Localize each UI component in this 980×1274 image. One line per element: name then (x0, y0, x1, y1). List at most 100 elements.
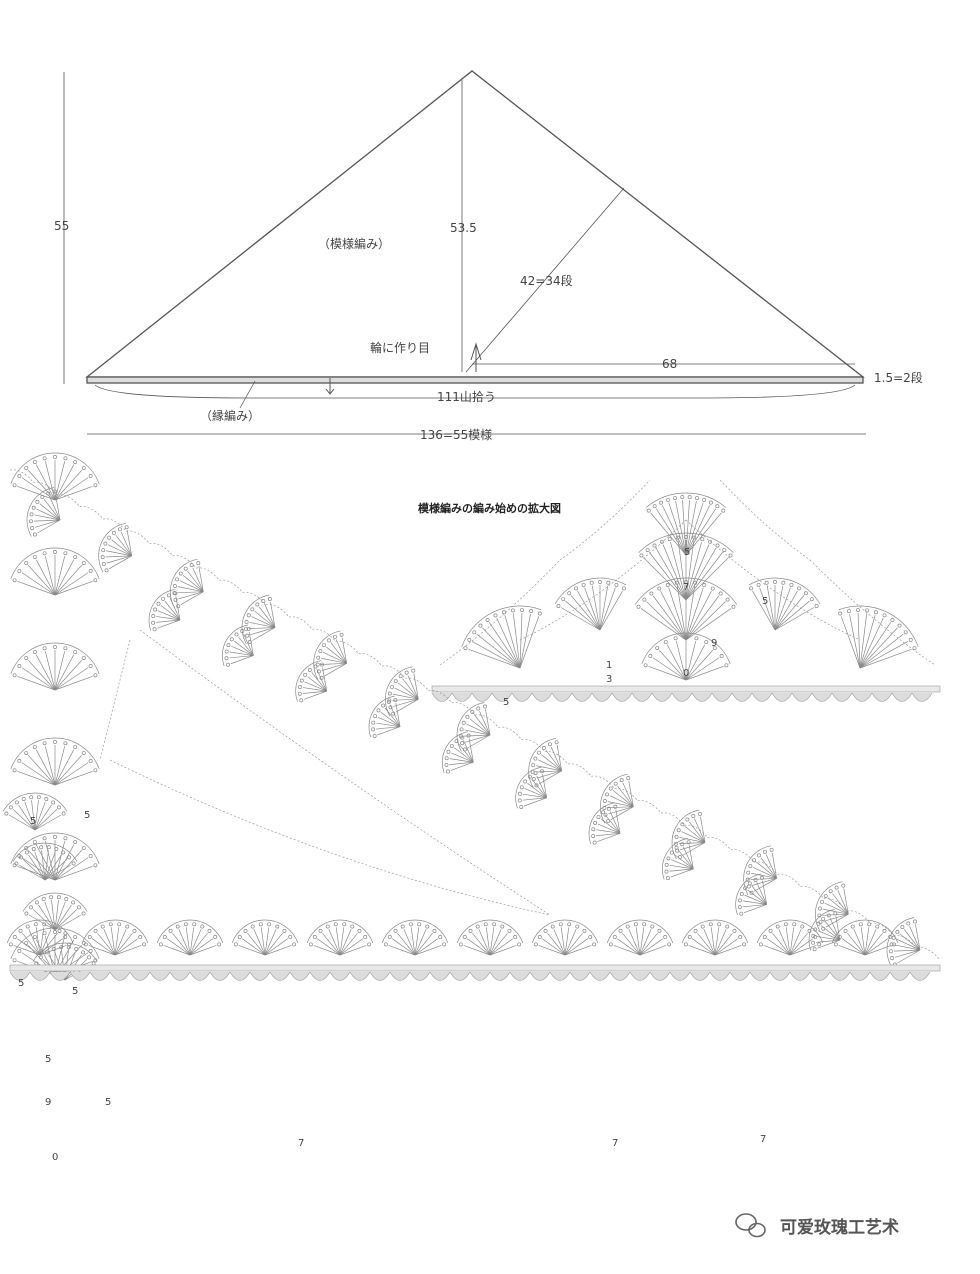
shell-fan (10, 547, 100, 596)
row-number: 5 (105, 1097, 111, 1108)
chain-loop (242, 591, 267, 605)
picot-scallop (471, 692, 493, 702)
chain-loop (358, 653, 383, 667)
chain-loop (79, 506, 104, 520)
chain-loop (777, 873, 801, 887)
picot-scallop (629, 971, 651, 981)
chain-loop (614, 787, 639, 801)
row-number: 5 (30, 816, 36, 827)
shell-fan (599, 773, 634, 824)
edging-row (9, 964, 941, 981)
shell-fan (756, 919, 824, 956)
chain-loop (139, 629, 551, 916)
shell-fan (10, 452, 100, 501)
picot-scallop (149, 971, 171, 981)
shell-fan (638, 532, 734, 601)
wechat-icon (735, 1213, 766, 1238)
pattern-label: （模様編み） (318, 236, 390, 251)
shell-fan (634, 577, 738, 641)
row-number: 5 (503, 697, 509, 708)
shell-fan (10, 737, 100, 786)
center-height-label: 53.5 (450, 221, 477, 235)
shell-fan (10, 642, 100, 691)
border-leader (239, 380, 256, 409)
chain-loop (498, 726, 522, 740)
picot-scallop (449, 971, 471, 981)
picot-scallop (611, 692, 633, 702)
shell-fan (222, 624, 254, 667)
shell-fan (156, 919, 224, 956)
picot-scallop (871, 692, 893, 702)
chain-loop (109, 759, 551, 916)
shell-fan (22, 892, 88, 931)
chain-loop (719, 479, 811, 561)
picot-scallop (431, 692, 453, 702)
shell-fan (12, 842, 78, 881)
center-start-label: 輪に作り目 (370, 340, 430, 355)
pickup-arc (94, 384, 856, 399)
border-band (86, 376, 864, 384)
picot-scallop (369, 971, 391, 981)
row-number: 5 (72, 986, 78, 997)
picot-scallop (771, 692, 793, 702)
diagonal-label: 42=34段 (520, 273, 573, 288)
chain-loop (685, 519, 861, 641)
shell-fan (645, 492, 727, 556)
picot-scallop (851, 692, 873, 702)
picot-scallop (489, 971, 511, 981)
picot-scallop (571, 692, 593, 702)
watermark-text: 可爱玫瑰工艺术 (780, 1217, 899, 1238)
shell-fan (10, 832, 100, 881)
chain-loop (474, 714, 499, 728)
row-number: 7 (612, 1138, 618, 1149)
picot-scallop (831, 692, 853, 702)
picot-scallop (691, 692, 713, 702)
picot-scallop (529, 971, 551, 981)
picot-scallop (129, 971, 151, 981)
shell-fan (98, 522, 133, 573)
picot-scallop (289, 971, 311, 981)
picot-scallop (491, 692, 513, 702)
picot-scallop (469, 971, 491, 981)
shell-fan (808, 909, 841, 952)
shell-fan (886, 917, 921, 967)
chain-loop (800, 885, 825, 899)
picot-scallop (9, 971, 31, 981)
picot-scallop (689, 971, 711, 981)
row-number: 9 (711, 638, 717, 649)
shell-fan (456, 702, 491, 752)
chain-loop (102, 518, 127, 532)
picot-scallop (889, 971, 911, 981)
chain-loop (451, 702, 476, 716)
picot-scallop (671, 692, 693, 702)
picot-scallop (811, 692, 833, 702)
shell-fan (531, 919, 599, 956)
picot-scallop (789, 971, 811, 981)
picot-scallop (229, 971, 251, 981)
picot-scallop (429, 971, 451, 981)
chain-loop (846, 910, 871, 924)
border-label: （縁編み） (200, 408, 260, 423)
row-number: 9 (45, 1097, 51, 1108)
picot-scallop (29, 971, 51, 981)
chain-loop (99, 639, 131, 761)
chain-loop (559, 479, 651, 561)
picot-scallop (631, 692, 653, 702)
picot-scallop (911, 692, 933, 702)
shell-fan (306, 919, 374, 956)
chain-loop (567, 763, 592, 777)
picot-scallop (69, 971, 91, 981)
row-number: 3 (606, 674, 612, 685)
row-number: 0 (52, 1152, 58, 1163)
shell-fan (169, 558, 204, 609)
shell-fan (461, 605, 542, 669)
shell-fan (456, 919, 524, 956)
row-number: 1 (606, 660, 612, 671)
picot-scallop (609, 971, 631, 981)
chain-loop (56, 493, 81, 507)
picot-scallop (909, 971, 931, 981)
row-number: 0 (683, 668, 689, 679)
picot-scallop (651, 692, 673, 702)
picot-scallop (409, 971, 431, 981)
